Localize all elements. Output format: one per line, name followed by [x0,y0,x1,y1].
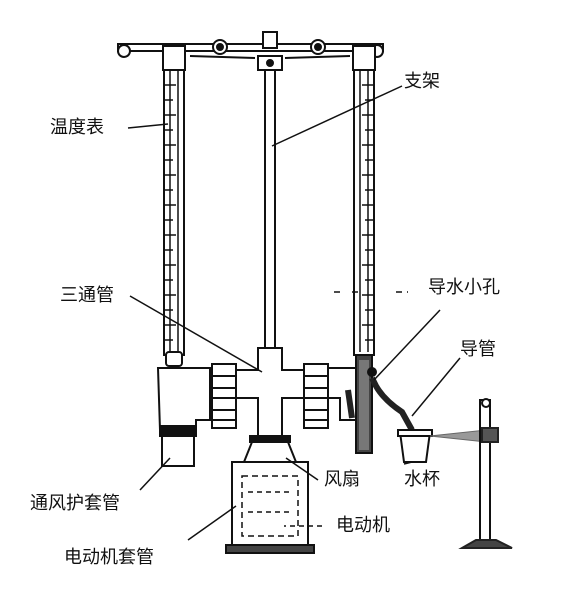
tee-pipe-shape [235,347,305,437]
motor-sleeve [225,461,315,554]
right-thermometer-scale [362,84,374,341]
right-thermometer [352,45,376,356]
label-conduit: 导管 [460,339,496,360]
label-tee-pipe: 三通管 [60,285,114,306]
left-fin-block [211,363,237,429]
left-thermometer [162,45,186,367]
label-stand: 支架 [404,71,440,92]
label-drain-hole: 导水小孔 [428,277,500,298]
water-guide-tube [345,367,415,432]
label-motor-sleeve: 电动机套管 [64,547,154,568]
central-stand [262,31,278,351]
cup-holder-stand [429,398,513,549]
leader-lines [127,85,461,541]
left-thermometer-scale [164,84,176,341]
left-vent-housing [156,367,211,467]
water-cup [397,429,433,463]
wet-bulb-wrap [355,354,373,454]
fan-collar [242,435,298,463]
label-water-cup: 水杯 [404,469,440,490]
label-motor: 电动机 [336,515,390,536]
label-fan: 风扇 [324,469,360,490]
right-fin-block [303,363,329,429]
label-thermometer: 温度表 [50,117,104,138]
top-crossbar [117,39,384,71]
label-vent-sleeve: 通风护套管 [30,493,120,514]
